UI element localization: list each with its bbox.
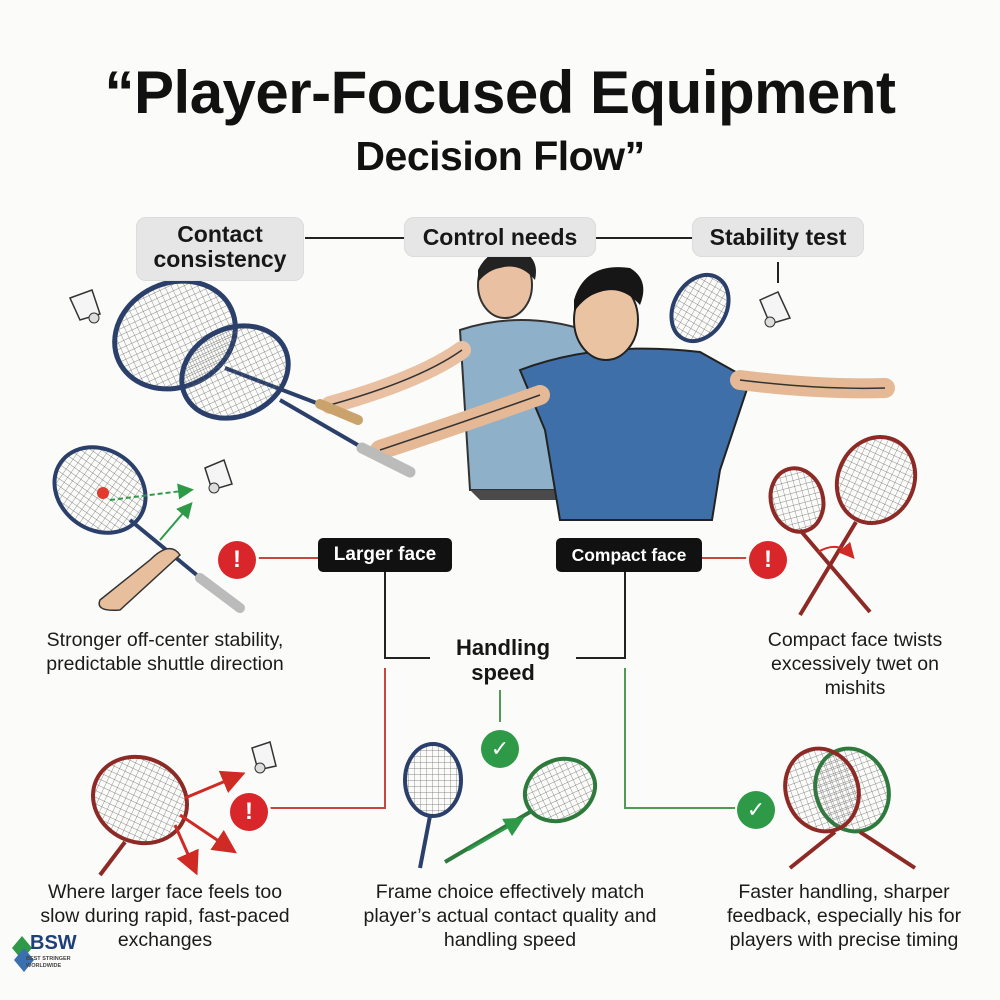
logo-name: BSW [30,932,77,954]
outcome-compact-twist: Compact face twists excessively twet on … [767,629,943,699]
check-icon: ✓ [737,791,775,829]
factor-stability-test: Stability test [692,217,864,257]
alert-icon: ! [230,793,268,831]
connector-larger-slow [270,668,386,809]
shuttlecock-icon [759,291,792,328]
racket-small-top-right [669,273,731,343]
outcome-larger-slow: Where larger face feels too slow during … [40,881,290,951]
racket-slow-illustration [91,754,246,877]
outcome-compact-faster: Faster handling, sharper feedback, espec… [726,881,962,951]
branch-handling-speed: Handling speed [430,635,576,685]
shuttlecock-icon [68,289,101,324]
factor-contact-consistency: Contact consistency [136,217,304,281]
outcome-larger-stability: Stronger off-center stability, predictab… [46,629,284,675]
shuttlecock-icon [204,458,233,494]
logo-mark [12,936,34,972]
racket-frame-choice-illustration [403,742,598,869]
factor-control-needs: Control needs [404,217,596,257]
branch-larger-face: Larger face [318,538,452,572]
connector-compact-faster [624,668,735,809]
alert-icon: ! [749,541,787,579]
page-title-line-1: “Player-Focused Equipment [104,59,897,126]
check-icon: ✓ [481,730,519,768]
player-front-illustration [370,267,895,521]
racket-fast-handling-illustration [783,746,917,870]
outcome-frame-choice: Frame choice effectively match player’s … [363,881,657,951]
logo-tagline: BEST STRINGER WORLDWIDE [26,956,71,969]
shuttlecock-icon [251,741,277,774]
racket-large-front [179,323,416,478]
branch-compact-face: Compact face [556,538,702,572]
racket-twist-illustration [768,435,918,617]
page-title-line-2: Decision Flow” [355,133,645,179]
connector-larger-handling [384,572,430,659]
alert-icon: ! [218,541,256,579]
flow-connectors [258,237,779,809]
racket-off-center-illustration [52,445,245,613]
connector-compact-handling [576,572,626,659]
